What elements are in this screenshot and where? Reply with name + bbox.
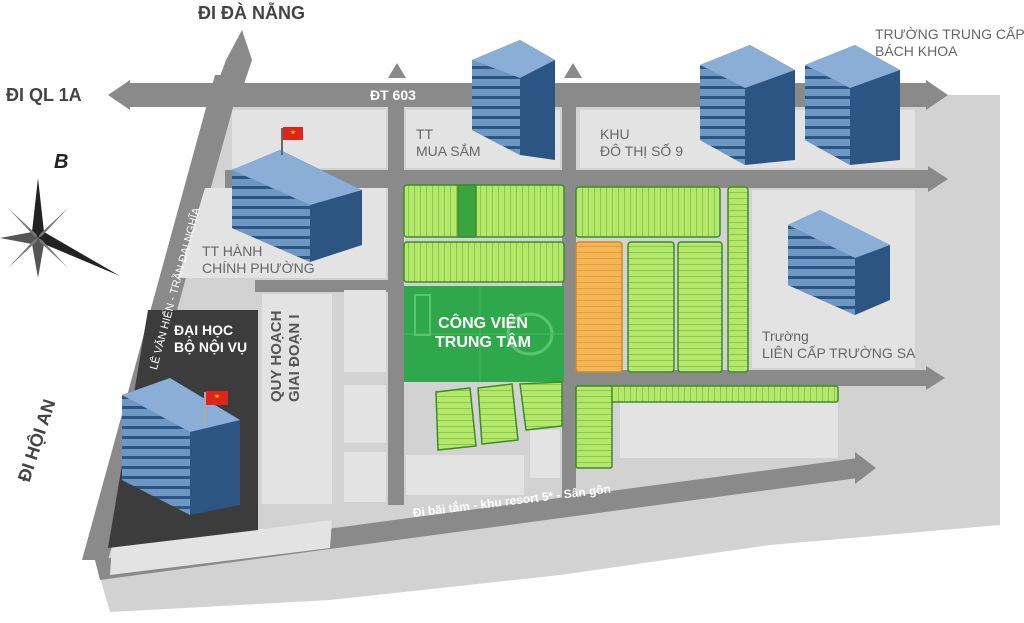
label-planning-line2: GIAI ĐOẠN I — [286, 314, 303, 402]
lot-block-5 — [627, 241, 675, 373]
arrow-up-1 — [388, 63, 406, 78]
label-university-line2: BỘ NỘI VỤ — [174, 338, 248, 355]
road-vertical-1 — [388, 95, 404, 505]
lot-block-8 — [575, 385, 613, 469]
road-to-da-nang — [226, 30, 252, 60]
lot-block-3 — [575, 186, 721, 238]
lot-block-9 — [435, 387, 477, 451]
block-admin — [232, 110, 386, 168]
label-to-ql1a: ĐI QL 1A — [6, 85, 82, 105]
label-mall: TT MUA SẮM — [416, 126, 481, 160]
label-urban9: KHU ĐÔ THỊ SỐ 9 — [600, 126, 683, 160]
central-park — [404, 286, 564, 382]
building-mall — [472, 40, 555, 160]
road-lower-horizontal — [255, 280, 395, 292]
block-mid-bottom — [406, 455, 524, 495]
road-to-da-nang-stem — [215, 60, 252, 90]
label-school-right-line1: Trường — [762, 328, 809, 344]
block-bottom-left — [110, 520, 332, 575]
lot-block-7 — [575, 385, 839, 403]
arrow-beach — [855, 452, 876, 484]
label-admin-line1: TT HÀNH — [202, 243, 263, 259]
building-admin — [232, 127, 362, 262]
label-to-da-nang: ĐI ĐÀ NẴNG — [198, 3, 305, 23]
compass-icon — [0, 178, 120, 278]
label-planning: QUY HOẠCH GIAI ĐOẠN I — [268, 311, 304, 440]
label-university-line1: ĐẠI HỌC — [174, 322, 234, 338]
residential-lots — [403, 184, 839, 469]
block-small-3 — [344, 452, 386, 502]
label-mall-line1: TT — [416, 126, 434, 142]
block-small-1 — [344, 290, 386, 372]
building-school-right — [788, 210, 890, 315]
lot-block-1b — [457, 184, 477, 238]
building-school-top-2 — [805, 45, 900, 165]
label-urban9-line1: KHU — [600, 126, 630, 142]
label-park-line2: TRUNG TÂM — [435, 334, 531, 352]
label-admin: TT HÀNH CHÍNH PHƯỜNG — [202, 243, 315, 277]
building-school-top-1 — [700, 45, 795, 165]
lot-block-4 — [727, 186, 749, 373]
label-school-top-line1: TRƯỜNG TRUNG CẤP — [875, 26, 1024, 42]
label-school-right: Trường LIÊN CẤP TRƯỜNG SA — [762, 328, 915, 362]
flag-vietnam-admin — [283, 127, 303, 140]
label-school-top: TRƯỜNG TRUNG CẤP BÁCH KHOA — [875, 26, 1024, 60]
flag-vietnam-university — [206, 391, 228, 405]
label-school-right-line2: LIÊN CẤP TRƯỜNG SA — [762, 344, 916, 361]
arrow-second — [928, 166, 948, 192]
label-urban9-line2: ĐÔ THỊ SỐ 9 — [600, 142, 683, 159]
block-planning — [262, 294, 332, 504]
lot-block-10 — [477, 383, 519, 445]
lot-block-6 — [677, 241, 723, 373]
arrow-third — [926, 366, 945, 390]
building-university — [122, 378, 240, 515]
label-park: CÔNG VIÊN TRUNG TÂM — [418, 314, 548, 352]
lot-block-11 — [519, 381, 563, 431]
label-admin-line2: CHÍNH PHƯỜNG — [202, 259, 315, 276]
arrow-east-top — [926, 80, 948, 110]
block-small-2 — [344, 385, 386, 443]
label-planning-line1: QUY HOẠCH — [268, 310, 285, 402]
label-park-line1: CÔNG VIÊN — [438, 315, 528, 332]
block-mid-bottom-2 — [530, 430, 560, 478]
label-road-dt603: ĐT 603 — [370, 87, 416, 103]
lot-block-2 — [403, 241, 565, 283]
lot-block-orange — [575, 241, 623, 373]
label-mall-line2: MUA SẮM — [416, 142, 481, 159]
label-university: ĐẠI HỌC BỘ NỘI VỤ — [174, 322, 247, 356]
lot-block-1 — [403, 184, 565, 238]
road-third — [560, 370, 930, 386]
arrow-up-2 — [564, 63, 582, 78]
road-vertical-2 — [562, 95, 576, 505]
arrow-ql1a — [108, 80, 130, 110]
compass-letter: B — [54, 151, 69, 173]
label-school-top-line2: BÁCH KHOA — [875, 42, 958, 59]
